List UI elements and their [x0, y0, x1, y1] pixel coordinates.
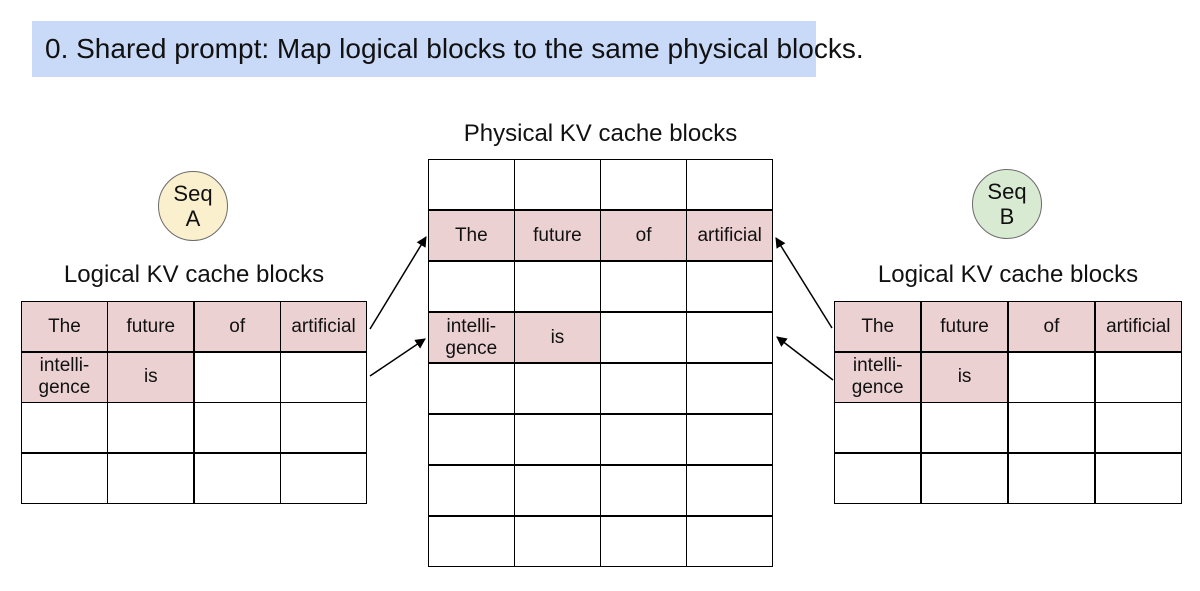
kv-block-cell: [429, 516, 514, 566]
kv-block-cell: [835, 403, 921, 453]
kv-block-cell: [601, 312, 686, 363]
kv-block-cell: [429, 414, 514, 465]
kv-block-cell: [281, 453, 366, 503]
kv-block-cell: [921, 453, 1008, 503]
kv-block-cell: intelli- gence: [835, 352, 921, 402]
kv-block-cell: [601, 516, 686, 566]
kv-block-cell: [194, 352, 280, 402]
kv-block-cell: artificial: [1095, 302, 1181, 352]
kv-block-cell: of: [194, 302, 280, 352]
kv-block-cell: [601, 465, 686, 516]
kv-block-cell: The: [22, 302, 107, 352]
seq-b-block1-mapping-arrow: [776, 336, 834, 381]
kv-block-cell: [601, 160, 686, 210]
kv-block-cell: [108, 403, 194, 453]
kv-block-cell: [687, 363, 772, 414]
kv-block-cell: future: [515, 210, 600, 261]
kv-block-cell: The: [429, 210, 514, 261]
kv-block-cell: [281, 403, 366, 453]
kv-block-cell: [429, 261, 514, 312]
seq-a-block0-mapping-arrow: [369, 236, 427, 330]
kv-block-cell: [601, 363, 686, 414]
kv-block-cell: [921, 403, 1008, 453]
kv-block-cell: [687, 160, 772, 210]
kv-block-cell: is: [921, 352, 1008, 402]
kv-block-cell: intelli- gence: [429, 312, 514, 363]
kv-block-cell: [1095, 352, 1181, 402]
title-banner: 0. Shared prompt: Map logical blocks to …: [32, 21, 864, 77]
seq-b-badge: Seq B: [972, 169, 1042, 239]
kv-block-cell: [835, 453, 921, 503]
kv-block-cell: future: [921, 302, 1008, 352]
kv-block-cell: intelli- gence: [22, 352, 107, 402]
kv-block-cell: [515, 363, 600, 414]
kv-block-cell: [429, 465, 514, 516]
kv-block-cell: [1008, 453, 1095, 503]
kv-block-cell: [515, 414, 600, 465]
kv-block-cell: [194, 403, 280, 453]
kv-block-cell: [1095, 403, 1181, 453]
kv-block-cell: is: [108, 352, 194, 402]
kv-block-cell: is: [515, 312, 600, 363]
kv-block-cell: [687, 516, 772, 566]
kv-block-cell: [601, 414, 686, 465]
seq-a-badge: Seq A: [158, 171, 228, 241]
seq-a-logical-kv-cache-blocks-label: Logical KV cache blocks: [63, 261, 325, 288]
kv-block-cell: [429, 160, 514, 210]
kv-block-cell: [687, 465, 772, 516]
kv-block-cell: [194, 453, 280, 503]
kv-block-cell: artificial: [687, 210, 772, 261]
kv-block-cell: artificial: [281, 302, 366, 352]
kv-block-cell: [687, 414, 772, 465]
kv-block-cell: [1095, 453, 1181, 503]
kv-block-cell: [1008, 352, 1095, 402]
kv-block-cell: of: [1008, 302, 1095, 352]
kv-block-cell: [515, 160, 600, 210]
kv-block-cell: [515, 516, 600, 566]
seq-b-logical-kv-cache-blocks-label: Logical KV cache blocks: [877, 261, 1139, 288]
kv-block-cell: [515, 465, 600, 516]
kv-block-cell: [429, 363, 514, 414]
kv-block-cell: [1008, 403, 1095, 453]
kv-block-cell: [281, 352, 366, 402]
kv-block-cell: [515, 261, 600, 312]
kv-block-cell: [687, 261, 772, 312]
kv-block-cell: [22, 453, 107, 503]
seq-a-block1-mapping-arrow: [369, 338, 426, 377]
kv-block-cell: The: [835, 302, 921, 352]
kv-block-cell: [601, 261, 686, 312]
kv-block-cell: future: [108, 302, 194, 352]
kv-block-cell: [687, 312, 772, 363]
kv-block-cell: of: [601, 210, 686, 261]
physical-kv-cache-blocks-label: Physical KV cache blocks: [463, 120, 738, 147]
kv-block-cell: [22, 403, 107, 453]
kv-block-cell: [108, 453, 194, 503]
